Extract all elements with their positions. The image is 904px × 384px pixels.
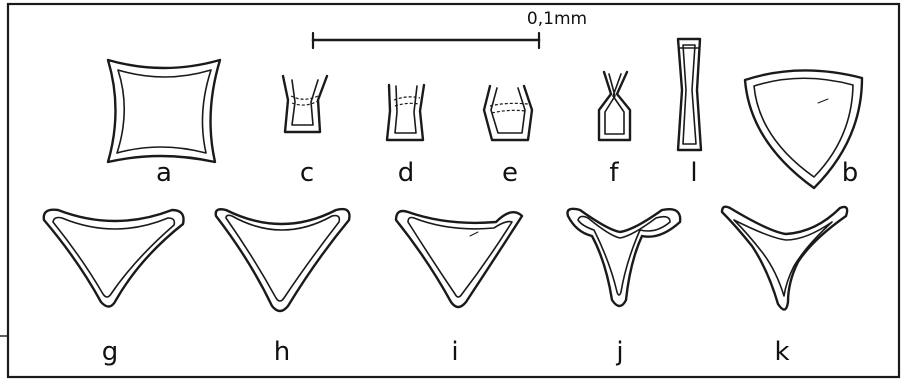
scale-bar-label: 0,1mm <box>527 9 587 29</box>
scale-bar: 0,1mm <box>313 9 587 48</box>
shape-a <box>108 60 220 162</box>
shape-i <box>396 211 522 307</box>
shape-g <box>44 210 184 307</box>
shape-e <box>484 86 532 140</box>
shape-h <box>216 209 350 311</box>
label-l: l <box>690 158 697 188</box>
label-i: i <box>451 337 458 367</box>
figure-frame <box>8 4 899 377</box>
shape-f <box>599 72 630 140</box>
shape-k <box>722 207 847 310</box>
label-g: g <box>102 337 119 367</box>
label-c: c <box>300 158 314 188</box>
label-f: f <box>609 158 619 188</box>
label-d: d <box>398 158 415 188</box>
shape-j <box>568 209 681 306</box>
label-j: j <box>615 337 623 367</box>
label-b: b <box>842 158 859 188</box>
label-e: e <box>502 158 518 188</box>
shape-l <box>678 39 701 150</box>
shape-c <box>283 76 327 132</box>
shape-d <box>387 85 424 140</box>
label-k: k <box>774 337 789 367</box>
label-h: h <box>274 337 290 367</box>
label-a: a <box>156 158 172 188</box>
